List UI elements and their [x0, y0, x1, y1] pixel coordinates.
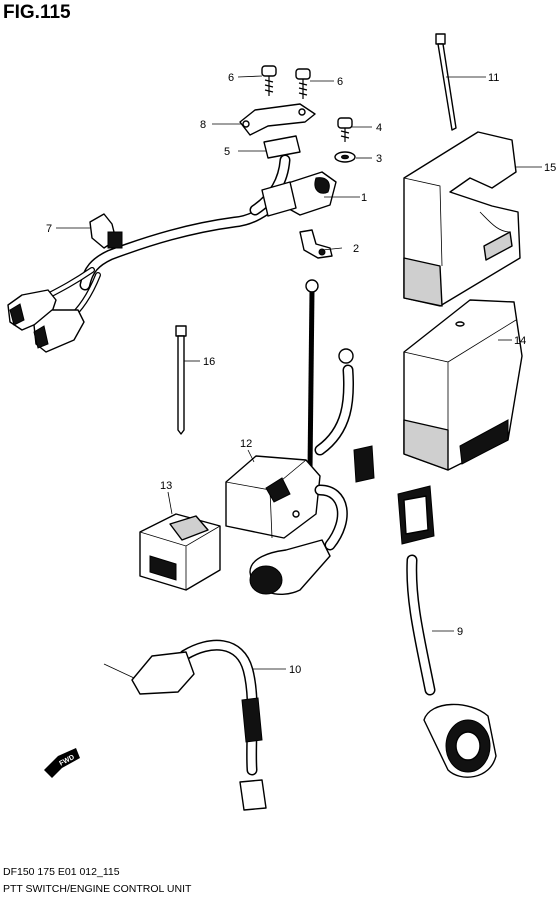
callout-11: 11 [488, 72, 499, 84]
cable-tie-11 [435, 33, 457, 131]
relay-12 [225, 279, 375, 595]
screw-6b [295, 68, 311, 99]
screw-6a [261, 65, 277, 96]
callout-7: 7 [46, 223, 52, 235]
callout-14: 14 [514, 335, 526, 347]
leader-lines [56, 75, 542, 670]
callout-4: 4 [376, 122, 382, 134]
harness-9 [397, 485, 497, 778]
harness-10 [103, 639, 267, 811]
ptt-switch-harness [7, 103, 337, 353]
figure-caption: PTT SWITCH/ENGINE CONTROL UNIT [3, 883, 192, 895]
engine-control-unit-14 [403, 299, 523, 471]
figure-code: DF150 175 E01 012_115 [3, 866, 120, 878]
callout-3: 3 [376, 153, 382, 165]
callout-8: 8 [200, 119, 206, 131]
cover-15 [403, 131, 521, 307]
callout-1: 1 [361, 192, 367, 204]
cable-tie-16 [175, 325, 187, 435]
callout-15: 15 [544, 162, 556, 174]
callout-6b: 6 [337, 76, 343, 88]
screw-4 [337, 117, 353, 142]
callout-10: 10 [289, 664, 301, 676]
connector-13 [139, 513, 221, 591]
callout-16: 16 [203, 356, 215, 368]
callout-2: 2 [353, 243, 359, 255]
callout-6a: 6 [228, 72, 234, 84]
figure-title: FIG.115 [3, 2, 71, 23]
callout-12: 12 [240, 438, 252, 450]
callouts: 1 2 3 4 5 6 6 7 8 9 10 11 12 13 14 15 16 [46, 72, 556, 676]
stay-2 [299, 229, 333, 259]
callout-9: 9 [457, 626, 463, 638]
direction-badge: FWD [44, 748, 80, 778]
callout-13: 13 [160, 480, 172, 492]
washer-3 [334, 151, 356, 163]
callout-5: 5 [224, 146, 230, 158]
